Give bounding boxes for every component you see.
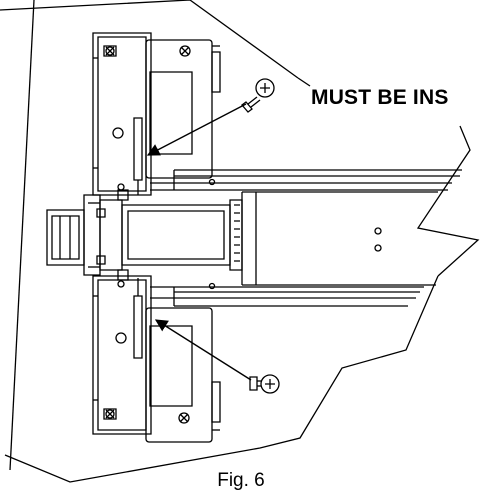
screw-icon — [242, 79, 274, 112]
callout-text: MUST BE INS — [311, 86, 449, 109]
figure-caption: Fig. 6 — [217, 470, 265, 491]
cabinet-outline — [0, 0, 438, 482]
screw-icon — [250, 375, 279, 393]
lower-hinge-block — [93, 276, 220, 442]
arrow-icon — [154, 319, 251, 380]
hinge-center-assembly — [47, 190, 242, 280]
rail-channel — [150, 170, 462, 306]
upper-hinge-block — [93, 33, 220, 195]
callout-leader — [298, 78, 310, 86]
arrow-icon — [146, 104, 246, 155]
break-line — [418, 126, 478, 276]
